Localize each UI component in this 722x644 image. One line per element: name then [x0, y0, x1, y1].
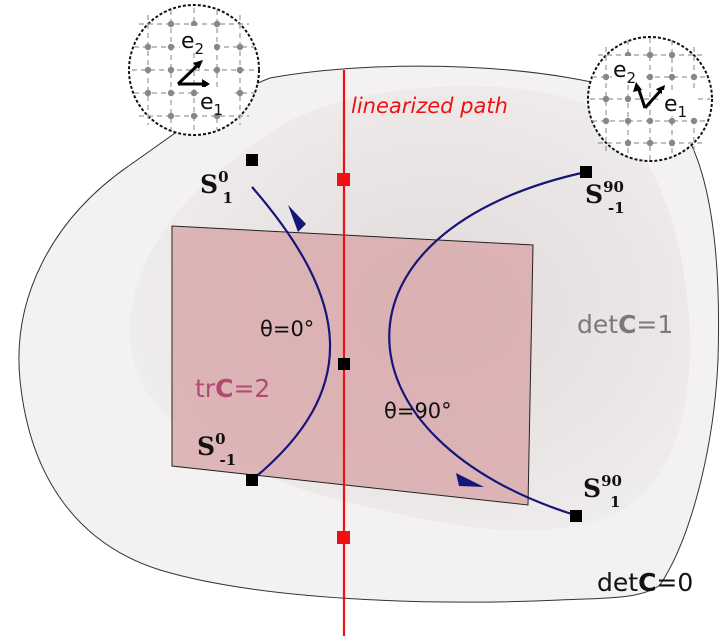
- theta-0-label: θ=0°: [260, 317, 314, 341]
- point-s90-1: [570, 510, 582, 522]
- tr-c-label: trC=2: [195, 374, 270, 403]
- point-s0-1: [246, 154, 258, 166]
- linearized-path-point-top: [337, 173, 350, 186]
- lattice-inset-right: e2 e1: [587, 36, 713, 162]
- det-c-one-label: detC=1: [577, 310, 673, 339]
- point-s90-m1: [580, 166, 592, 178]
- det-c-zero-label: detC=0: [597, 568, 693, 597]
- lattice-nodes-left: [144, 20, 244, 120]
- arrow-theta-0: [288, 205, 306, 232]
- label-s0-m1: S0-1: [197, 430, 236, 469]
- label-s90-m1: S90-1: [585, 178, 625, 217]
- point-identity: [338, 358, 350, 370]
- point-s0-m1: [246, 474, 258, 486]
- basis-vectors-left: [176, 61, 206, 86]
- linearized-path-point-bottom: [337, 531, 350, 544]
- theta-90-label: θ=90°: [384, 399, 452, 423]
- e1-label-right: e1: [664, 92, 687, 121]
- curve-theta-0: [251, 186, 332, 481]
- e2-label-left: e2: [181, 29, 204, 58]
- e1-label-left: e1: [200, 90, 223, 119]
- curve-theta-90: [388, 170, 587, 518]
- e2-label-right: e2: [613, 58, 636, 87]
- tr-c-plane: [171, 225, 534, 506]
- arrow-theta-90: [456, 473, 484, 487]
- linearized-path-label: linearized path: [351, 94, 508, 118]
- lattice-inset-left: e2 e1: [128, 4, 260, 136]
